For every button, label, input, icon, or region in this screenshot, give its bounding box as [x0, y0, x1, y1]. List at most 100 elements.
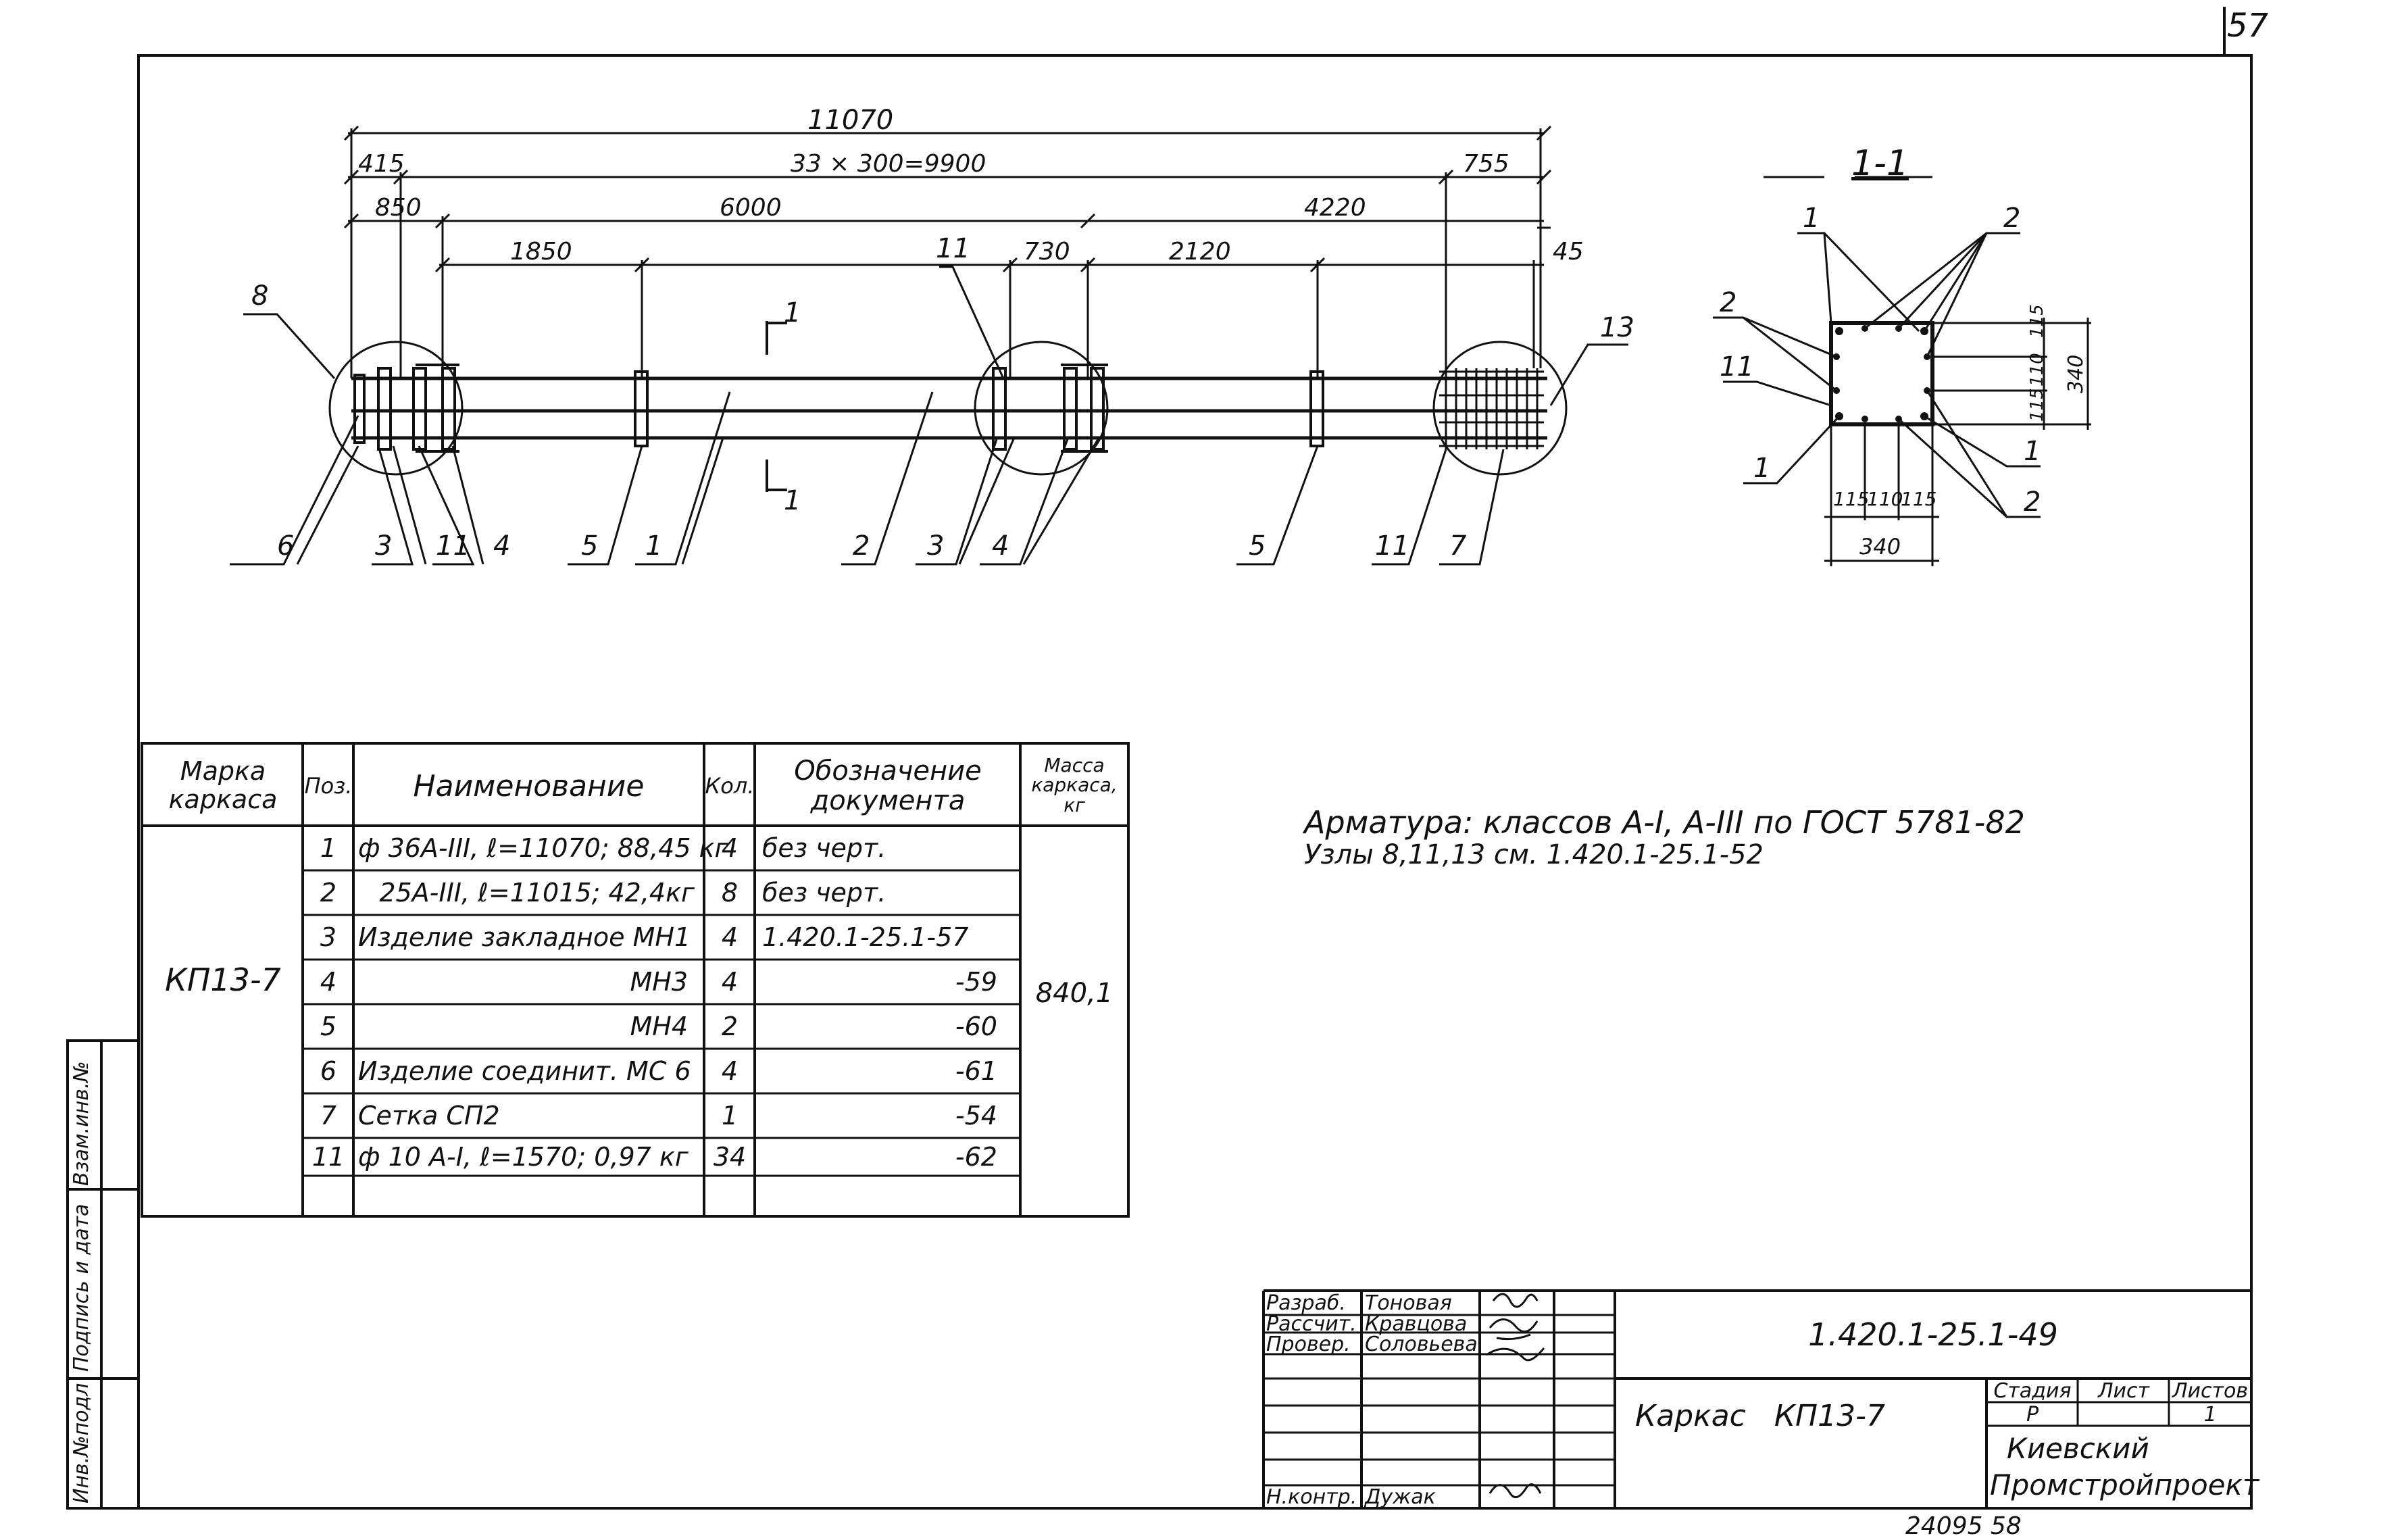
row-name: Изделие закладное МН1 — [358, 922, 691, 952]
tb-role: Разраб. — [1266, 1291, 1346, 1315]
row-pos: 11 — [311, 1142, 345, 1172]
section-mark-bottom: 1 — [784, 485, 801, 516]
tb-sheets-header: Листов — [2172, 1378, 2249, 1403]
row-name: МН3 — [630, 967, 688, 997]
callout-4a: 4 — [493, 530, 511, 562]
tb-designation: 1.420.1-25.1-49 — [1808, 1316, 2058, 1353]
sheet-frame — [137, 54, 2253, 1510]
sec-dim-110: 110 — [1867, 488, 1903, 510]
section-mark-top: 1 — [784, 297, 801, 328]
row-pos: 2 — [320, 878, 337, 908]
row-pos: 3 — [320, 922, 337, 952]
row-pos: 7 — [320, 1101, 337, 1131]
signature-marks — [1486, 1293, 1545, 1499]
callout-13: 13 — [1600, 312, 1634, 343]
row-doc: -61 — [955, 1056, 997, 1086]
callout-7: 7 — [1449, 530, 1467, 562]
dim-850: 850 — [375, 194, 422, 222]
callout-5a: 5 — [581, 530, 599, 562]
callout-11-top: 11 — [936, 233, 970, 264]
tb-object-name: Каркас КП13-7 — [1635, 1398, 1886, 1433]
callout-11a: 11 — [436, 530, 470, 562]
hdr-mark: Марка каркаса — [168, 756, 278, 814]
dim-overall: 11070 — [807, 105, 894, 136]
row-doc: -60 — [955, 1012, 997, 1041]
section-title: 1-1 — [1851, 143, 1909, 184]
page-number: 57 — [2227, 7, 2269, 45]
side-stamp-replace: Взам.инв.№ — [70, 1061, 93, 1186]
frame-mark: КП13-7 — [165, 962, 281, 998]
row-pos: 1 — [320, 833, 337, 863]
dim-755: 755 — [1463, 150, 1509, 178]
tb-org-line2: Промстройпроект — [1990, 1468, 2259, 1501]
tb-stage: Р — [2026, 1402, 2039, 1426]
sec-callout-11: 11 — [1720, 351, 1754, 382]
side-stamp-sign: Подпись и дата — [70, 1203, 93, 1372]
row-pos: 4 — [320, 967, 337, 997]
spec-table-grid — [141, 742, 1130, 1218]
tb-person: Соловьева — [1365, 1332, 1478, 1356]
tb-sheet-header: Лист — [2097, 1378, 2150, 1403]
row-doc: -59 — [955, 967, 997, 997]
elevation-view — [230, 125, 1628, 566]
row-qty: 1 — [721, 1101, 739, 1131]
sec-callout-2-left: 2 — [1720, 287, 1737, 318]
sec-vdim-110: 110 — [2027, 353, 2047, 387]
dim-4220: 4220 — [1304, 194, 1366, 222]
row-qty: 4 — [721, 833, 739, 863]
title-block-grid — [1262, 1289, 2251, 1508]
tb-org-line1: Киевский — [2007, 1431, 2149, 1465]
row-doc: без черт. — [762, 878, 886, 908]
note-reinforcement: Арматура: классов А-I, А-III по ГОСТ 578… — [1304, 804, 2025, 841]
dim-pitch: 33 × 300=9900 — [791, 150, 986, 178]
sec-dim-115a: 115 — [1833, 488, 1870, 510]
callout-3b: 3 — [927, 530, 945, 562]
callout-2: 2 — [853, 530, 870, 562]
archive-number: 24095 58 — [1905, 1512, 2022, 1540]
row-name: 25А-III, ℓ=11015; 42,4кг — [379, 878, 695, 908]
callout-4b: 4 — [992, 530, 1009, 562]
row-pos: 5 — [320, 1012, 337, 1041]
tb-stage-header: Стадия — [1993, 1378, 2072, 1403]
row-doc: -54 — [955, 1101, 997, 1131]
tb-sheets: 1 — [2203, 1402, 2217, 1426]
row-name: ф 10 А-I, ℓ=1570; 0,97 кг — [358, 1142, 689, 1172]
hdr-mass: Масса каркаса, кг — [1031, 753, 1118, 816]
row-doc: -62 — [955, 1142, 997, 1172]
row-qty: 8 — [721, 878, 739, 908]
callout-3a: 3 — [375, 530, 393, 562]
sec-callout-1-right: 1 — [2024, 436, 2041, 467]
sec-callout-1-bottom: 1 — [1753, 453, 1771, 484]
tb-role: Рассчит. — [1266, 1312, 1357, 1336]
hdr-qty: Кол. — [705, 773, 755, 799]
tb-person: Дужак — [1365, 1485, 1436, 1509]
frame-mass: 840,1 — [1035, 978, 1114, 1009]
hdr-pos: Поз. — [304, 773, 353, 799]
section-view — [1713, 176, 2091, 566]
row-qty: 34 — [713, 1142, 747, 1172]
dim-415: 415 — [358, 150, 405, 178]
sec-vdim-340: 340 — [2064, 354, 2088, 393]
dim-2120: 2120 — [1169, 238, 1231, 266]
sec-vdim-115b: 115 — [2027, 388, 2047, 422]
callout-1: 1 — [645, 530, 663, 562]
sec-callout-2-right: 2 — [2024, 487, 2041, 518]
tb-person: Кравцова — [1365, 1312, 1468, 1336]
side-stamp-inv: Инв.№подл — [70, 1383, 93, 1504]
sec-callout-2-top: 2 — [2003, 203, 2021, 234]
row-pos: 6 — [320, 1056, 337, 1086]
side-stamp-frame — [66, 1039, 140, 1510]
row-name: Сетка СП2 — [358, 1101, 500, 1131]
row-name: МН4 — [630, 1012, 688, 1041]
dim-1850: 1850 — [510, 238, 572, 266]
row-qty: 2 — [721, 1012, 739, 1041]
row-qty: 4 — [721, 922, 739, 952]
dim-45: 45 — [1553, 238, 1584, 266]
tb-role: Провер. — [1266, 1332, 1351, 1356]
note-nodes: Узлы 8,11,13 см. 1.420.1-25.1-52 — [1304, 839, 1764, 870]
callout-5b: 5 — [1249, 530, 1266, 562]
row-doc: без черт. — [762, 833, 886, 863]
sec-dim-340: 340 — [1859, 534, 1901, 560]
row-doc: 1.420.1-25.1-57 — [762, 922, 969, 952]
